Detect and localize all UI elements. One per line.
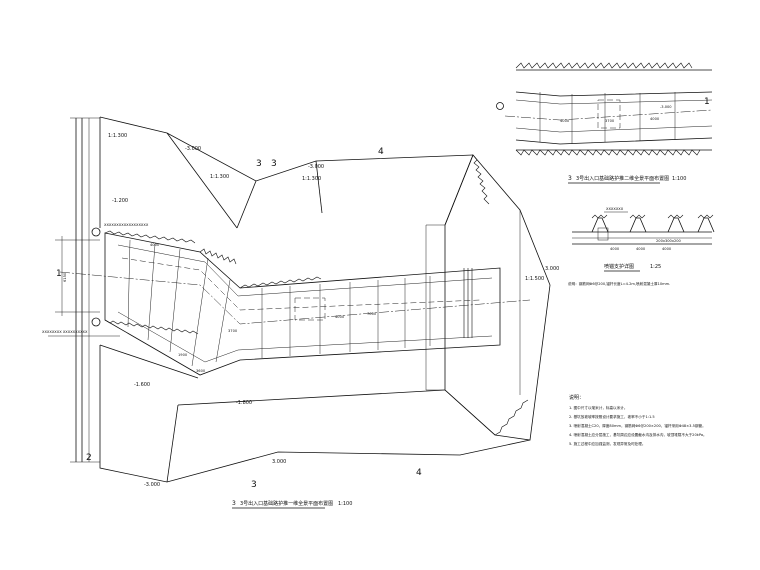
marker-circle-top (91, 227, 101, 237)
slope-line-3 (315, 160, 323, 214)
dim-label-e: 3600 (196, 369, 206, 373)
partial-centerline (504, 109, 713, 121)
partial-dash-box (597, 99, 621, 129)
partial-line-1 (515, 91, 713, 97)
note-3: 3. 喷射混凝土C20，厚度80mm，钢筋网Φ6@200×200，锚杆采用Φ48… (569, 423, 706, 428)
section-mark-a: 3 (256, 159, 262, 169)
detail-dim-1: 4000 (636, 247, 646, 251)
outer-bottom-boundary (99, 345, 531, 483)
section-mark-c: 3 (251, 480, 257, 490)
label-slope-c: 1:1.300 (302, 176, 321, 182)
detail-dim-2: 4000 (662, 247, 672, 251)
channel-ribs (127, 239, 431, 367)
partial-elev: -3.000 (660, 105, 672, 109)
partial-mark: 1 (704, 97, 710, 107)
section-mark-a2: 3 (271, 159, 277, 169)
slope-line-1 (166, 132, 238, 229)
label-elev-f: -3.000 (308, 164, 324, 170)
dim-label-vert: 6150 (63, 272, 67, 282)
slope-line-2 (236, 180, 257, 229)
marker-circle-bot (91, 317, 101, 327)
detail-peaks (591, 214, 715, 233)
pit-ridge-2 (444, 389, 496, 436)
partial-ribs (539, 92, 676, 144)
pit-serration-top (472, 154, 490, 205)
detail-dim-0: 4000 (610, 247, 620, 251)
dim-label-d: 1900 (178, 353, 188, 357)
dim-label-a: 4000 (150, 243, 160, 247)
outer-top-boundary (99, 116, 474, 182)
section-mark-d: 4 (416, 468, 422, 478)
partial-marker (496, 102, 504, 110)
detail-scale: 1:25 (650, 264, 661, 270)
channel-dash-box (294, 297, 326, 321)
label-elev-c: -1.600 (134, 382, 150, 388)
partial-serration-top (515, 62, 693, 69)
partial-line-4 (515, 137, 713, 145)
channel-dash-1 (121, 257, 481, 311)
partial-line-2 (515, 99, 713, 105)
label-slope-a: 1:1.300 (108, 133, 127, 139)
label-elev-b: -1.200 (112, 198, 128, 204)
label-slope-d: 1:1.500 (525, 276, 544, 282)
plan1-scale: 1:100 (338, 501, 352, 507)
right-pit-outline (444, 154, 551, 441)
channel-centerline (59, 271, 531, 325)
note-2: 2. 基坑放坡坡率按照设计要求施工，坡率不小于1:1.5 (569, 414, 655, 419)
partial-line-3 (515, 125, 713, 133)
channel-serration-bot (104, 319, 199, 335)
channel-outline (104, 232, 501, 376)
notes-heading: 说明： (569, 394, 584, 401)
main-plan: 3 3 4 3 4 1 2 1:1.300 1:1.300 1:1.300 1:… (42, 116, 559, 509)
dim-label-b: 3700 (228, 329, 238, 333)
pit-serration-bot (494, 399, 529, 436)
plan2-scale: 1:100 (672, 176, 686, 182)
partial-dim-c: 4000 (650, 117, 660, 121)
label-elev-e: 3.000 (545, 266, 559, 272)
slope-line-6 (177, 389, 446, 406)
plan1-title: 3号出入口基础路护推一维全景平面布置图 (240, 500, 333, 507)
channel-inner-bot (117, 311, 493, 363)
detail-section: XXXXXXX 4000 4000 4000 200x300x200 喷锚支护详… (568, 207, 715, 286)
slope-line-4 (99, 344, 199, 379)
section-mark-b: 4 (378, 147, 384, 157)
general-notes: 说明： 1. 图中尺寸以毫米计，标高以米计。 2. 基坑放坡坡率按照设计要求施工… (569, 394, 707, 446)
label-side-note: 3.000 (272, 459, 286, 465)
partial-dim-b: 3700 (605, 119, 615, 123)
plan2-title-num: 3 (568, 175, 572, 182)
channel-serration-top-b (199, 248, 237, 265)
channel-inner-top (117, 244, 493, 297)
detail-dim-3: 200x300x200 (656, 239, 682, 243)
callout-top: XXXXXXXXXXXXXXXXXX (104, 223, 149, 227)
slope-line-5 (166, 404, 179, 483)
detail-note: 说明：钢筋网Φ6@200,锚杆长度L=4.2m,喷射混凝土厚10mm. (568, 281, 670, 286)
note-4: 4. 喷射混凝土应分层施工，基坑周边应设置截水沟及排水沟，坡顶堆载不大于20kP… (569, 432, 707, 437)
note-5: 5. 施工过程中应加强监测，发现异常及时处理。 (569, 441, 645, 446)
dim-label-f: 7000 (367, 312, 377, 316)
detail-callout: XXXXXXX (606, 207, 624, 211)
partial-serration-bot (515, 149, 701, 156)
plan2-title: 3号出入口基础路护推二维全景平面布置图 (576, 175, 669, 182)
note-1: 1. 图中尺寸以毫米计，标高以米计。 (569, 405, 627, 410)
label-elev-a: -3.000 (185, 146, 201, 152)
detail-title: 喷锚支护详图 (604, 263, 634, 270)
partial-plan: 1 4000 3700 4000 -3.000 3 3号出入口基础路护推二维全景… (496, 62, 713, 184)
channel-serration-top-c (239, 276, 322, 289)
section-mark-left: 1 (56, 269, 62, 279)
dim-label-c: 4000 (335, 315, 345, 319)
callout-bottom: XXXXXXXX XXXXXXXXXX (42, 330, 88, 334)
pit-ridge-1 (444, 154, 474, 226)
partial-dim-a: 4000 (560, 119, 570, 123)
label-elev-g: -3.000 (144, 482, 160, 488)
section-mark-low: 2 (86, 453, 92, 463)
plan1-title-num: 3 (232, 500, 236, 507)
label-elev-d: -1.800 (236, 400, 252, 406)
label-slope-b: 1:1.300 (210, 174, 229, 180)
pit-hatch (463, 268, 473, 338)
detail-block (597, 227, 609, 241)
channel-serration-top-a (104, 230, 196, 244)
